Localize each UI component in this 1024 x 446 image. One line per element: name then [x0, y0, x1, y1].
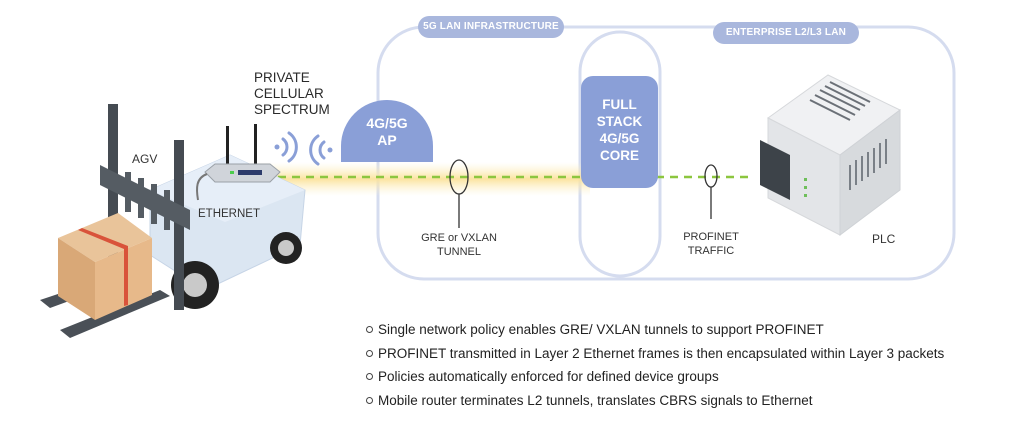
tunnel-label-line-1: GRE or VXLAN — [421, 232, 497, 244]
bullet-dot-icon — [366, 326, 373, 333]
forklift-agv-icon — [40, 104, 306, 338]
wifi-signal-icon — [274, 131, 333, 166]
agv-label: AGV — [132, 152, 158, 166]
profinet-label: PROFINET TRAFFIC — [671, 230, 751, 258]
core-node: FULL STACK 4G/5G CORE — [581, 76, 658, 188]
tunnel-label-line-2: TUNNEL — [436, 246, 481, 258]
bullet-text: Single network policy enables GRE/ VXLAN… — [378, 322, 824, 337]
bullet-text: Policies automatically enforced for defi… — [378, 369, 719, 384]
core-node-line-1: FULL — [602, 97, 637, 112]
plc-controller-icon — [760, 74, 901, 236]
profinet-label-line-1: PROFINET — [683, 231, 739, 243]
bullet-dot-icon — [366, 349, 373, 357]
zone-label-5g-lan: 5G LAN INFRASTRUCTURE — [418, 16, 564, 38]
bullet-dot-icon — [366, 373, 373, 380]
core-node-line-4: CORE — [599, 148, 639, 163]
bullet-item: Policies automatically enforced for defi… — [366, 365, 944, 389]
core-node-line-2: STACK — [596, 114, 643, 129]
bullet-dot-icon — [366, 396, 373, 404]
ethernet-label: ETHERNET — [198, 208, 260, 220]
mobile-router-icon — [196, 124, 281, 201]
ap-node-line-2: AP — [377, 132, 397, 148]
plc-label: PLC — [872, 232, 896, 246]
profinet-label-line-2: TRAFFIC — [687, 245, 735, 257]
ap-node-line-1: 4G/5G — [366, 115, 408, 131]
tunnel-glow — [250, 162, 590, 196]
tunnel-label: GRE or VXLAN TUNNEL — [409, 231, 509, 259]
spectrum-label: PRIVATE CELLULAR SPECTRUM — [254, 70, 330, 118]
bullet-item: Single network policy enables GRE/ VXLAN… — [366, 318, 944, 342]
bullet-item: Mobile router terminates L2 tunnels, tra… — [366, 389, 944, 413]
spectrum-label-line-3: SPECTRUM — [254, 102, 330, 117]
zone-label-enterprise-lan: ENTERPRISE L2/L3 LAN — [713, 22, 859, 44]
bullet-text: Mobile router terminates L2 tunnels, tra… — [378, 392, 813, 408]
spectrum-label-line-1: PRIVATE — [254, 70, 310, 85]
core-node-line-3: 4G/5G — [599, 131, 640, 146]
zone-core-outline — [578, 30, 662, 278]
bullet-item: PROFINET transmitted in Layer 2 Ethernet… — [366, 342, 944, 366]
spectrum-label-line-2: CELLULAR — [254, 86, 324, 101]
bullet-list: Single network policy enables GRE/ VXLAN… — [366, 318, 944, 412]
bullet-text: PROFINET transmitted in Layer 2 Ethernet… — [378, 345, 945, 361]
